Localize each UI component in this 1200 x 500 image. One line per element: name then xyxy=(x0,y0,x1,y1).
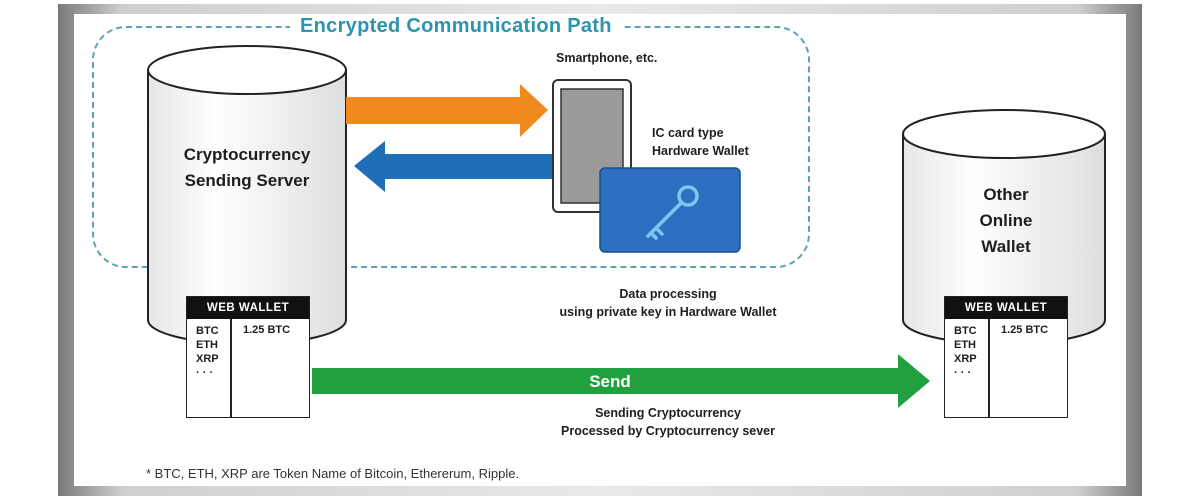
send-caption-line1: Sending Cryptocurrency xyxy=(595,406,741,420)
web-wallet-header-left: WEB WALLET xyxy=(187,297,309,319)
server-label-line2: Sending Server xyxy=(184,171,310,190)
other-wallet-line2: Online xyxy=(979,211,1033,230)
hardware-wallet-card xyxy=(599,167,741,253)
token-xrp: XRP xyxy=(196,353,219,365)
processing-note-line2: using private key in Hardware Wallet xyxy=(559,305,777,319)
hardware-wallet-label: IC card type Hardware Wallet xyxy=(652,124,749,160)
smartphone-label: Smartphone, etc. xyxy=(556,51,658,65)
other-wallet-label: Other Online Wallet xyxy=(980,182,1033,260)
token-more: · · · xyxy=(954,367,972,379)
server-label-line1: Cryptocurrency xyxy=(183,145,311,164)
token-btc: BTC xyxy=(196,325,219,337)
orange-arrow xyxy=(346,84,548,137)
web-wallet-amount-left: 1.25 BTC xyxy=(243,324,291,336)
web-wallet-amount-right: 1.25 BTC xyxy=(1001,324,1049,336)
token-eth: ETH xyxy=(954,339,976,351)
send-caption: Sending Cryptocurrency Processed by Cryp… xyxy=(561,404,775,440)
hardware-wallet-label-line1: IC card type xyxy=(652,126,724,140)
key-icon xyxy=(646,185,699,240)
encrypted-path-title: Encrypted Communication Path xyxy=(290,15,622,38)
send-arrow xyxy=(312,354,930,408)
hardware-wallet-label-line2: Hardware Wallet xyxy=(652,144,749,158)
server-label: Cryptocurrency Sending Server xyxy=(184,142,311,194)
web-wallet-header-right: WEB WALLET xyxy=(945,297,1067,319)
footnote: * BTC, ETH, XRP are Token Name of Bitcoi… xyxy=(146,466,520,481)
processing-note-line1: Data processing xyxy=(619,287,717,301)
web-wallet-tokens-left: BTC ETH XRP · · · xyxy=(196,324,219,380)
send-label: Send xyxy=(589,372,631,391)
send-caption-line2: Processed by Cryptocurrency sever xyxy=(561,424,775,438)
other-wallet-cylinder xyxy=(902,109,1106,345)
web-wallet-panel-left: WEB WALLET BTC ETH XRP · · · 1.25 BTC xyxy=(186,296,310,418)
other-wallet-line3: Wallet xyxy=(981,237,1031,256)
web-wallet-divider-left xyxy=(230,319,232,417)
web-wallet-divider-right xyxy=(988,319,990,417)
server-cylinder xyxy=(147,45,347,345)
other-wallet-line1: Other xyxy=(983,185,1029,204)
token-xrp: XRP xyxy=(954,353,977,365)
token-btc: BTC xyxy=(954,325,977,337)
token-more: · · · xyxy=(196,367,214,379)
web-wallet-tokens-right: BTC ETH XRP · · · xyxy=(954,324,977,380)
blue-arrow xyxy=(354,141,556,192)
token-eth: ETH xyxy=(196,339,218,351)
web-wallet-panel-right: WEB WALLET BTC ETH XRP · · · 1.25 BTC xyxy=(944,296,1068,418)
processing-note: Data processing using private key in Har… xyxy=(560,285,777,321)
